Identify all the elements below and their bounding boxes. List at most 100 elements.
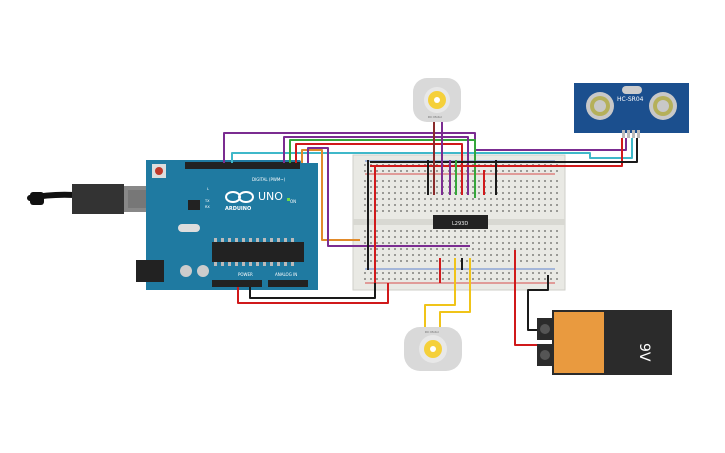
breadboard-hole: [424, 248, 426, 250]
breadboard-hole: [388, 204, 390, 206]
l-label: L: [207, 187, 209, 191]
breadboard-hole: [478, 170, 480, 172]
breadboard-hole: [520, 236, 522, 238]
breadboard-hole: [394, 170, 396, 172]
breadboard-hole: [508, 278, 510, 280]
breadboard-hole: [538, 278, 540, 280]
power-jack: [136, 260, 164, 282]
breadboard-hole: [376, 278, 378, 280]
breadboard-hole: [478, 180, 480, 182]
breadboard-hole: [490, 242, 492, 244]
breadboard-hole: [502, 254, 504, 256]
breadboard-hole: [406, 210, 408, 212]
breadboard-hole: [472, 242, 474, 244]
breadboard-hole: [418, 180, 420, 182]
breadboard-hole: [382, 254, 384, 256]
breadboard-hole: [472, 248, 474, 250]
breadboard-hole: [484, 230, 486, 232]
breadboard-hole: [424, 230, 426, 232]
breadboard-hole: [430, 242, 432, 244]
breadboard-hole: [430, 260, 432, 262]
breadboard-hole: [382, 192, 384, 194]
wire-orange: [301, 149, 360, 241]
breadboard-hole: [502, 170, 504, 172]
breadboard-hole: [520, 260, 522, 262]
breadboard-hole: [460, 242, 462, 244]
breadboard-hole: [490, 186, 492, 188]
breadboard-hole: [436, 248, 438, 250]
breadboard-hole: [502, 198, 504, 200]
breadboard-hole: [394, 186, 396, 188]
breadboard-hole: [490, 254, 492, 256]
breadboard-hole: [394, 272, 396, 274]
breadboard-hole: [424, 236, 426, 238]
wire-red-top: [295, 143, 463, 195]
breadboard-hole: [496, 260, 498, 262]
breadboard-hole: [400, 248, 402, 250]
breadboard-hole: [532, 192, 534, 194]
breadboard-hole: [502, 236, 504, 238]
breadboard-hole: [484, 260, 486, 262]
breadboard-hole: [496, 236, 498, 238]
breadboard-hole: [550, 198, 552, 200]
breadboard-hole: [556, 204, 558, 206]
breadboard-hole: [370, 242, 372, 244]
breadboard-hole: [370, 236, 372, 238]
breadboard-hole: [502, 272, 504, 274]
breadboard-hole: [502, 186, 504, 188]
breadboard-hole: [490, 198, 492, 200]
power-label: POWER: [238, 272, 253, 277]
breadboard-hole: [532, 198, 534, 200]
breadboard-hole: [424, 170, 426, 172]
breadboard-hole: [364, 204, 366, 206]
breadboard-hole: [550, 248, 552, 250]
wires: [223, 122, 638, 346]
breadboard-hole: [364, 210, 366, 212]
breadboard-hole: [508, 272, 510, 274]
breadboard-hole: [508, 242, 510, 244]
breadboard-hole: [496, 204, 498, 206]
breadboard-hole: [532, 186, 534, 188]
breadboard-hole: [460, 210, 462, 212]
breadboard-hole: [514, 242, 516, 244]
breadboard-hole: [478, 260, 480, 262]
breadboard-hole: [514, 248, 516, 250]
breadboard-hole: [448, 236, 450, 238]
breadboard-hole: [526, 260, 528, 262]
board-brand: UNO: [258, 190, 283, 203]
breadboard-hole: [538, 230, 540, 232]
breadboard-hole: [484, 278, 486, 280]
breadboard-hole: [454, 242, 456, 244]
breadboard-hole: [376, 236, 378, 238]
breadboard-hole: [424, 278, 426, 280]
power-header: [212, 280, 262, 287]
breadboard-hole: [418, 254, 420, 256]
breadboard-hole: [538, 204, 540, 206]
breadboard-hole: [460, 198, 462, 200]
breadboard-hole: [382, 248, 384, 250]
breadboard-hole: [388, 198, 390, 200]
breadboard-hole: [382, 242, 384, 244]
breadboard-hole: [550, 230, 552, 232]
arduino-uno-board[interactable]: UNO ARDUINO DIGITAL (PWM~) POWER ANALOG …: [136, 160, 318, 290]
dc-motor-top: DC Motor: [413, 78, 461, 122]
breadboard-hole: [454, 254, 456, 256]
breadboard-hole: [478, 236, 480, 238]
breadboard-hole: [436, 236, 438, 238]
breadboard-hole: [460, 254, 462, 256]
breadboard-hole: [376, 204, 378, 206]
breadboard-hole: [496, 254, 498, 256]
breadboard-hole: [496, 210, 498, 212]
on-led: [287, 198, 290, 201]
breadboard-hole: [406, 186, 408, 188]
breadboard-hole: [532, 230, 534, 232]
breadboard-hole: [376, 198, 378, 200]
breadboard-hole: [388, 272, 390, 274]
breadboard-hole: [376, 248, 378, 250]
breadboard-hole: [376, 186, 378, 188]
breadboard-hole: [544, 236, 546, 238]
breadboard-hole: [424, 186, 426, 188]
wire-red-power: [237, 283, 389, 304]
breadboard-hole: [526, 198, 528, 200]
